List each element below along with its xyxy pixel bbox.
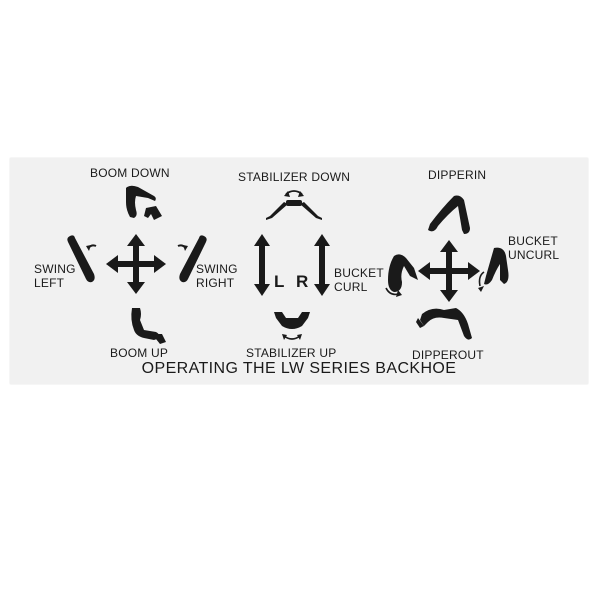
- boom-down-icon: [126, 185, 162, 220]
- dipper-in-icon: [428, 195, 470, 234]
- four-way-arrow-icon: [106, 234, 166, 294]
- bucket-curl-icon: [385, 254, 418, 297]
- boom-up-label: BOOM UP: [110, 346, 169, 360]
- swing-right-icon: [177, 235, 207, 283]
- stabilizer-down-icon: [266, 190, 322, 220]
- stabilizer-up-icon: [274, 312, 310, 340]
- bucket-uncurl-label: BUCKET UNCURL: [508, 234, 560, 262]
- backhoe-control-decal: BOOM DOWN SWING LEFT SWING RIGHT BOOM UP…: [10, 158, 588, 384]
- dipper-out-label: DIPPEROUT: [412, 348, 484, 362]
- boom-up-icon: [131, 308, 166, 344]
- vertical-double-arrow-icon: [254, 234, 270, 296]
- swing-left-icon: [67, 235, 97, 283]
- left-lever-letter: L: [274, 272, 285, 291]
- right-lever-letter: R: [296, 272, 309, 291]
- four-way-arrow-icon: [418, 240, 480, 302]
- decal-caption: OPERATING THE LW SERIES BACKHOE: [141, 360, 457, 377]
- bucket-curl-label: BUCKET CURL: [334, 266, 384, 294]
- swing-left-label: SWING LEFT: [34, 262, 76, 290]
- dipper-in-label: DIPPERIN: [428, 168, 487, 182]
- boom-down-label: BOOM DOWN: [90, 166, 170, 180]
- swing-right-label: SWING RIGHT: [196, 262, 238, 290]
- stabilizer-up-label: STABILIZER UP: [246, 346, 337, 360]
- stabilizer-down-label: STABILIZER DOWN: [238, 170, 351, 184]
- bucket-uncurl-icon: [478, 247, 509, 292]
- vertical-double-arrow-icon: [314, 234, 330, 296]
- dipper-out-icon: [416, 308, 472, 340]
